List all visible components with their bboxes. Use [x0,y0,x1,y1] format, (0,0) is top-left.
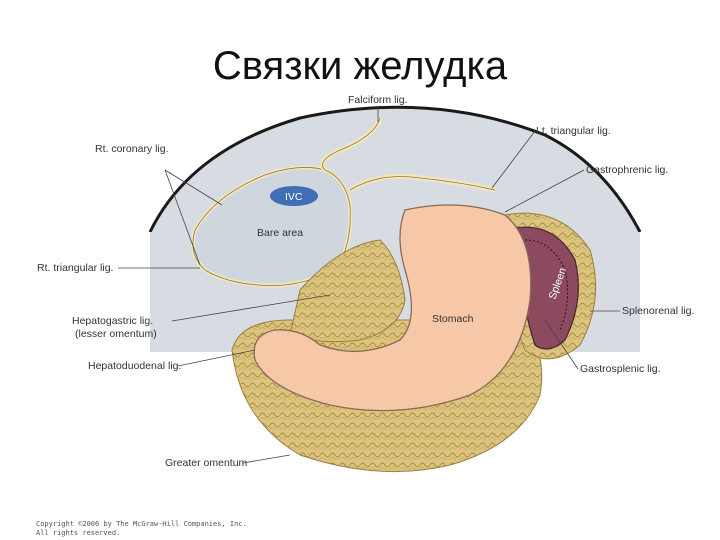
leader-lines [118,106,620,464]
label-greater-omentum: Greater omentum [165,457,248,469]
label-stomach: Stomach [432,313,474,325]
label-lt-triangular: Lt. triangular lig. [536,125,611,137]
label-ivc: IVC [285,191,303,203]
copyright-line-1: Copyright ©2006 by The McGraw-Hill Compa… [36,520,247,528]
label-falciform: Falciform lig. [348,94,408,106]
label-hepatogastric-2: (lesser omentum) [75,328,157,340]
label-hepatoduodenal: Hepatoduodenal lig. [88,360,181,372]
label-bare-area: Bare area [257,227,303,239]
copyright-notice: Copyright ©2006 by The McGraw-Hill Compa… [36,520,247,538]
label-gastrophrenic: Gastrophrenic lig. [586,164,668,176]
label-hepatogastric-1: Hepatogastric lig. [72,315,153,327]
abdominal-wall-edge [148,105,642,233]
label-gastrosplenic: Gastrosplenic lig. [580,363,661,375]
label-rt-triangular: Rt. triangular lig. [37,262,113,274]
label-rt-coronary: Rt. coronary lig. [95,143,169,155]
slide-title: Связки желудка [212,44,508,88]
ivc-shape [270,186,318,206]
copyright-line-2: All rights reserved. [36,529,121,537]
label-splenorenal: Splenorenal lig. [622,305,694,317]
lesser-omentum [289,239,406,343]
stomach-shape [253,204,532,412]
